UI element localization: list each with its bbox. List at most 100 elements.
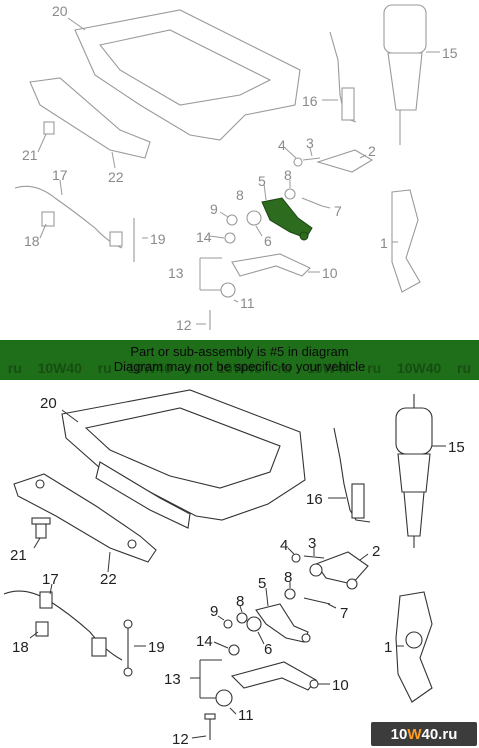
top-label-21: 21: [22, 147, 38, 163]
upper-arm-2: [284, 147, 374, 173]
caption-line-1: Part or sub-assembly is #5 in diagram: [130, 344, 349, 359]
stabilizer-bar-17: [3, 583, 123, 661]
label-12: 12: [172, 731, 189, 748]
bottom-diagram-svg: 20 22 21 17 18 19 15 16 2 3 4 1 5 8 8 7 …: [3, 389, 465, 748]
link-5: [255, 587, 311, 643]
top-label-5: 5: [258, 173, 266, 189]
caption-banner: ru 10W40 ru 10W40 ru 10W40 ru 10W40 ru 1…: [0, 340, 479, 380]
wm-strip-7: 10W40: [307, 360, 352, 376]
label-7: 7: [340, 605, 348, 622]
top-label-11: 11: [240, 295, 255, 311]
label-6: 6: [264, 641, 272, 658]
label-11: 11: [238, 707, 254, 724]
label-22: 22: [100, 571, 117, 588]
bolt-7: [301, 197, 331, 209]
wm-strip-0: ru: [7, 360, 22, 376]
label-15: 15: [448, 439, 465, 456]
crossmember-22: [13, 473, 157, 573]
wm-strip-2: ru: [97, 360, 112, 376]
top-label-6: 6: [264, 233, 272, 249]
top-label-18: 18: [24, 233, 40, 249]
caption-line-2: Diagram may not be specific to your vehi…: [113, 359, 366, 374]
label-10: 10: [332, 677, 349, 694]
top-label-10: 10: [322, 265, 338, 281]
nut-8-left: [236, 605, 248, 624]
top-label-20: 20: [52, 3, 68, 19]
top-label-7: 7: [334, 203, 342, 219]
top-label-12: 12: [176, 317, 192, 333]
crossmember-22: [29, 77, 151, 169]
label-13: 13: [164, 671, 181, 688]
bottom-parts-diagram: 20 22 21 17 18 19 15 16 2 3 4 1 5 8 8 7 …: [0, 388, 479, 748]
label-16: 16: [306, 491, 323, 508]
top-label-2: 2: [368, 143, 376, 159]
top-label-8b: 8: [284, 167, 292, 183]
wm-strip-6: ru: [277, 360, 292, 376]
label-4: 4: [280, 537, 288, 554]
label-17: 17: [42, 571, 59, 588]
highlighted-link-5: [261, 183, 313, 241]
watermark-suffix: 40.ru: [421, 725, 458, 743]
air-strut-15: [383, 4, 440, 145]
top-label-1: 1: [380, 235, 388, 251]
watermark-prefix: 10: [390, 725, 408, 743]
top-label-9: 9: [210, 201, 218, 217]
bolt-21: [37, 121, 55, 153]
level-sensor-16: [322, 31, 357, 123]
top-label-22: 22: [108, 169, 124, 185]
lower-arm-10: [230, 661, 330, 691]
air-strut-15: [395, 394, 446, 548]
label-3: 3: [308, 535, 316, 552]
label-9: 9: [210, 603, 218, 620]
top-parts-diagram: 20 22 21 17 18 19 15 16 2 3 4 1 5 8 8 7 …: [0, 0, 479, 340]
wm-strip-10: ru: [457, 360, 471, 376]
top-label-13: 13: [168, 265, 184, 281]
stabilizer-bar-17: [14, 179, 123, 249]
top-label-15: 15: [442, 45, 458, 61]
top-label-14: 14: [196, 229, 212, 245]
steering-knuckle-1: [391, 189, 421, 293]
washer-9: [219, 211, 238, 226]
bushing-6: [246, 210, 263, 237]
top-label-17: 17: [52, 167, 68, 183]
label-18: 18: [12, 639, 29, 656]
link-19: [123, 619, 146, 677]
bracket-13: [190, 659, 222, 699]
label-21: 21: [10, 547, 27, 564]
bolt-12: [191, 713, 216, 740]
washer-9: [217, 615, 233, 629]
wm-strip-3: 10W40: [127, 360, 172, 376]
wm-strip-5: 10W40: [217, 360, 262, 376]
ball-joint-11: [220, 282, 239, 303]
top-label-19: 19: [150, 231, 166, 247]
label-8-right: 8: [284, 569, 292, 586]
label-2: 2: [372, 543, 380, 560]
nut-14: [213, 641, 240, 656]
level-sensor-16: [328, 427, 371, 523]
bolt-7: [303, 597, 337, 609]
top-label-16: 16: [302, 93, 318, 109]
upper-arm-2: [309, 551, 369, 590]
label-19: 19: [148, 639, 165, 656]
steering-knuckle-1: [395, 591, 433, 703]
ball-joint-11: [215, 689, 237, 715]
bushing-6: [246, 616, 265, 645]
label-8-left: 8: [236, 593, 244, 610]
top-label-4: 4: [278, 137, 286, 153]
watermark-w: W: [407, 725, 422, 743]
watermark-strip: ru 10W40 ru 10W40 ru 10W40 ru 10W40 ru 1…: [0, 360, 479, 378]
bolt-21: [31, 517, 51, 549]
top-diagram-svg: 20 22 21 17 18 19 15 16 2 3 4 1 5 8 8 7 …: [14, 3, 458, 333]
label-5: 5: [258, 575, 266, 592]
bolt-12: [196, 310, 211, 330]
top-label-8a: 8: [236, 187, 244, 203]
nut-8: [284, 180, 296, 200]
subframe-20: [61, 389, 306, 529]
bracket-18: [29, 621, 49, 639]
lower-arm-10: [231, 253, 320, 277]
wm-strip-9: 10W40: [396, 360, 442, 376]
nut-8-right: [284, 582, 296, 600]
top-label-3: 3: [306, 135, 314, 151]
wm-strip-8: ru: [367, 360, 382, 376]
label-20: 20: [40, 395, 57, 412]
